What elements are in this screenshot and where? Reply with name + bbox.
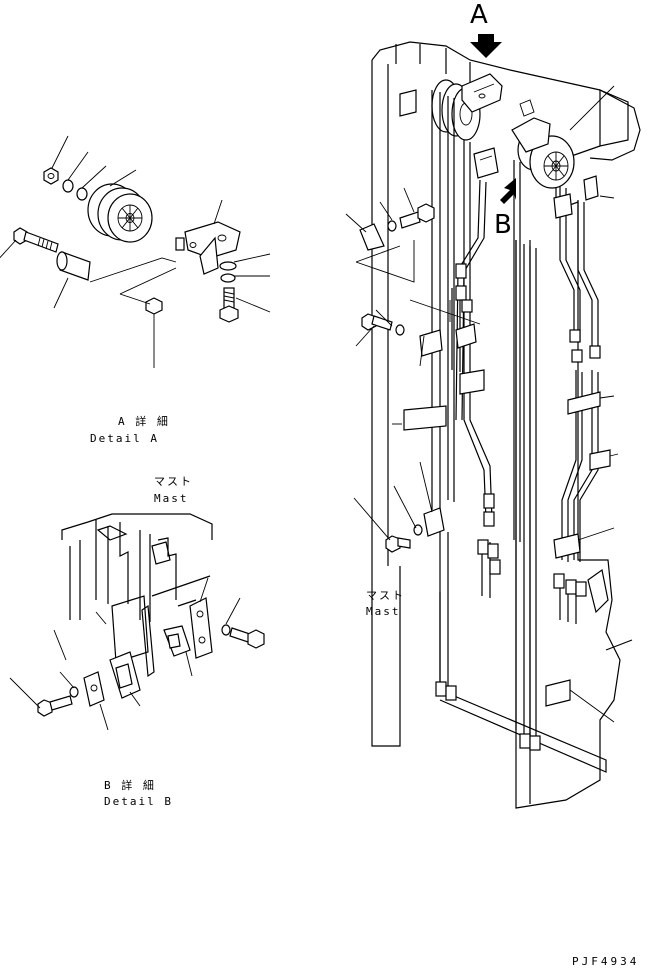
bolt-a [13,227,59,253]
detail-b-mast-jp: マスト [154,475,193,488]
washer-a3 [219,261,237,271]
top-bracket [461,73,503,113]
spacer-collar [56,251,91,281]
plate-b [83,671,105,707]
hydraulic-hoses-left [431,90,493,692]
detail-a-title-en: Detail A [90,432,159,445]
washer-a4 [220,273,236,283]
sheave-pulley [87,183,153,243]
detail-a-assembly [0,135,271,368]
drawing-code: PJF4934 [572,955,640,968]
nut-a [43,167,59,185]
washer-a2 [76,187,88,201]
main-mast-jp: マスト [366,589,405,602]
detail-b-assembly [9,513,265,731]
bolt-a2 [219,287,239,323]
washer-b2 [221,624,231,636]
clamp-set-lower [385,524,423,553]
bolt-b1 [37,695,73,717]
bolt-b2 [229,627,265,649]
callout-a-label: A [470,0,488,30]
hose-clamp-b-location [473,147,499,179]
detail-b-title-en: Detail B [104,795,173,808]
hose-clamp-b1 [163,625,191,657]
hydraulic-hoses-right [559,186,599,624]
right-sheave [511,99,575,189]
clamp-set-middle [361,313,405,336]
detail-b-mast-en: Mast [154,492,189,505]
view-arrow-b [500,178,516,204]
washer-a1 [62,179,74,193]
nut-a2 [145,297,163,315]
sheave-bracket [175,221,241,275]
hydraulic-hoses-center [513,160,537,742]
hose-clamp-b2 [109,651,141,699]
hose-fittings [435,263,601,751]
washer-b1 [69,686,79,698]
detail-a-title-jp: A 詳 細 [118,415,170,428]
mast-assembly [345,34,641,809]
callout-b-label: B [494,210,512,240]
main-mast-en: Mast [366,605,401,618]
view-arrow-a [470,34,502,58]
clamp-set-upper [355,203,481,325]
detail-b-title-jp: B 詳 細 [104,779,156,792]
clamp-bracket-b1 [189,597,213,659]
hose-clamps [403,175,611,707]
